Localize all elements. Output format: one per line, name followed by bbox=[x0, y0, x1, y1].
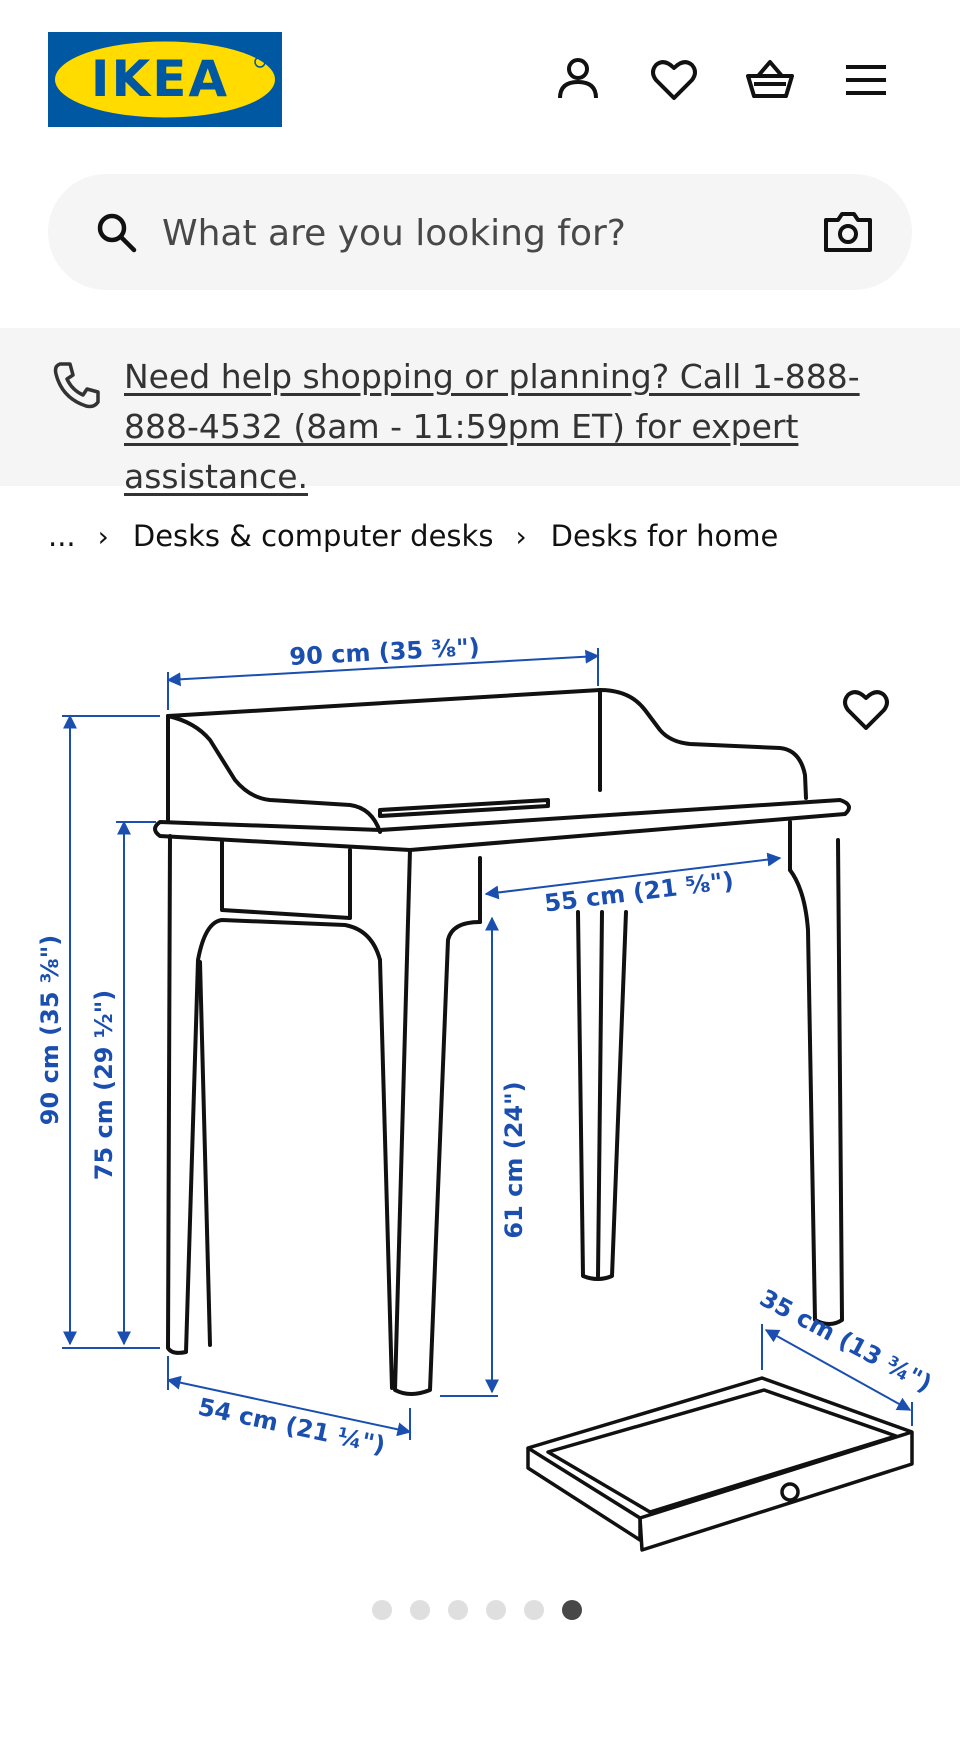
heart-icon[interactable] bbox=[646, 52, 702, 108]
favorite-heart-icon[interactable] bbox=[838, 682, 894, 738]
dim-label-drawer-depth: 35 cm (13 ¾") bbox=[755, 1284, 936, 1398]
header: IKEA bbox=[0, 0, 960, 160]
dim-label-depth: 54 cm (21 ¼") bbox=[196, 1393, 388, 1460]
carousel-dot-active[interactable] bbox=[562, 1600, 582, 1620]
search-bar[interactable] bbox=[48, 174, 912, 290]
camera-icon[interactable] bbox=[820, 204, 876, 260]
help-link[interactable]: Need help shopping or planning? Call 1-8… bbox=[124, 357, 860, 496]
carousel-dot[interactable] bbox=[372, 1600, 392, 1620]
phone-icon bbox=[48, 358, 104, 414]
ikea-logo[interactable]: IKEA bbox=[48, 32, 282, 127]
product-dimension-image[interactable]: 90 cm (35 ⅜") 90 cm (35 ⅜") 75 cm (29 ½"… bbox=[0, 600, 960, 1580]
carousel-dot[interactable] bbox=[410, 1600, 430, 1620]
basket-icon[interactable] bbox=[742, 52, 798, 108]
carousel-dot[interactable] bbox=[524, 1600, 544, 1620]
carousel-dot[interactable] bbox=[486, 1600, 506, 1620]
help-banner: Need help shopping or planning? Call 1-8… bbox=[0, 328, 960, 496]
chevron-right-icon: › bbox=[515, 519, 527, 553]
dim-label-knee-height: 61 cm (24") bbox=[500, 1081, 528, 1238]
menu-icon[interactable] bbox=[838, 52, 894, 108]
dim-label-height-desk: 75 cm (29 ½") bbox=[90, 990, 118, 1180]
drawer-outline bbox=[526, 1376, 914, 1552]
breadcrumb: ... › Desks & computer desks › Desks for… bbox=[48, 514, 778, 558]
search-icon bbox=[92, 208, 140, 256]
dimension-lines bbox=[62, 648, 913, 1440]
carousel-indicator bbox=[372, 1600, 582, 1624]
user-icon[interactable] bbox=[550, 52, 606, 108]
breadcrumb-item-desks[interactable]: Desks & computer desks bbox=[132, 519, 494, 553]
desk-outline bbox=[153, 688, 851, 1396]
breadcrumb-ellipsis[interactable]: ... bbox=[48, 519, 76, 553]
dim-label-width-top: 90 cm (35 ⅜") bbox=[289, 633, 481, 671]
desk-dimension-drawing: 90 cm (35 ⅜") 90 cm (35 ⅜") 75 cm (29 ½"… bbox=[36, 633, 936, 1552]
carousel-dot[interactable] bbox=[448, 1600, 468, 1620]
dim-label-knee-width: 55 cm (21 ⅝") bbox=[543, 867, 735, 918]
svg-text:IKEA: IKEA bbox=[91, 50, 229, 108]
chevron-right-icon: › bbox=[97, 519, 109, 553]
dim-label-height-total: 90 cm (35 ⅜") bbox=[36, 935, 64, 1125]
breadcrumb-item-desks-for-home[interactable]: Desks for home bbox=[550, 519, 779, 553]
search-input[interactable] bbox=[160, 202, 824, 264]
